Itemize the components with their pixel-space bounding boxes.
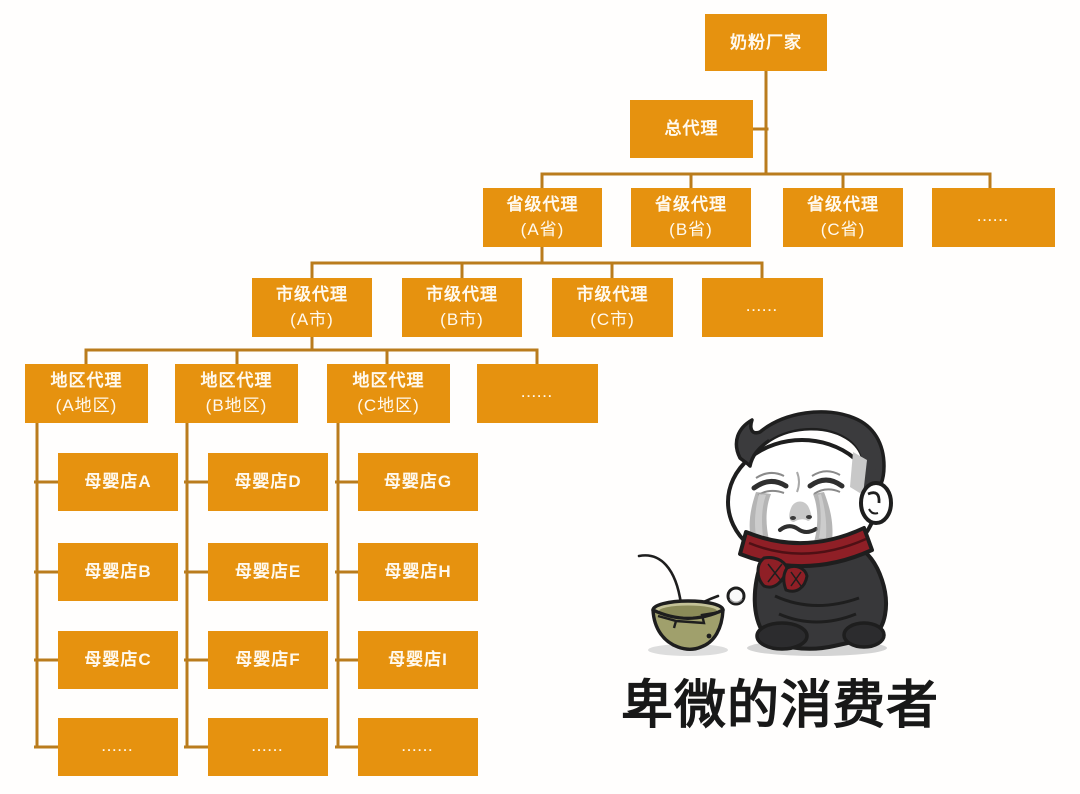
- node-store-e: 母婴店E: [208, 543, 328, 601]
- node-store-g: 母婴店G: [358, 453, 478, 511]
- node-province-more: ......: [932, 188, 1055, 247]
- node-store-b: 母婴店B: [58, 543, 178, 601]
- kneeling-body: [752, 546, 888, 651]
- node-store-f: 母婴店F: [208, 631, 328, 689]
- node-label: 地区代理: [200, 371, 273, 391]
- connector-line: [310, 261, 764, 281]
- node-label: 省级代理: [807, 195, 879, 215]
- node-label: 母婴店F: [235, 650, 301, 670]
- node-province-b: 省级代理 (B省): [631, 188, 751, 247]
- node-label: ......: [977, 210, 1010, 225]
- node-label: ......: [251, 739, 284, 754]
- node-label: 省级代理: [655, 195, 727, 215]
- coin-icon: [726, 586, 746, 606]
- node-city-c: 市级代理 (C市): [552, 278, 673, 337]
- node-factory: 奶粉厂家: [705, 14, 827, 71]
- node-label: (A地区): [55, 396, 118, 415]
- node-label: 母婴店E: [234, 562, 302, 582]
- node-label: 母婴店D: [234, 472, 302, 492]
- ear-icon: [859, 481, 893, 525]
- node-city-a: 市级代理 (A市): [252, 278, 372, 337]
- node-store-d: 母婴店D: [208, 453, 328, 511]
- node-label: (B市): [440, 310, 484, 329]
- node-general-agent: 总代理: [630, 100, 753, 158]
- node-province-c: 省级代理 (C省): [783, 188, 903, 247]
- node-store-more-3: ......: [358, 718, 478, 776]
- node-label: ......: [101, 739, 134, 754]
- tears: [749, 492, 833, 542]
- node-city-more: ......: [702, 278, 823, 337]
- node-store-a: 母婴店A: [58, 453, 178, 511]
- node-store-h: 母婴店H: [358, 543, 478, 601]
- node-store-c: 母婴店C: [58, 631, 178, 689]
- node-province-a: 省级代理 (A省): [483, 188, 602, 247]
- connector-line: [84, 348, 539, 367]
- crying-face: [751, 470, 845, 534]
- node-district-c: 地区代理 (C地区): [327, 364, 450, 423]
- node-city-b: 市级代理 (B市): [402, 278, 522, 337]
- node-label: ......: [401, 739, 434, 754]
- node-label: (C地区): [357, 396, 420, 415]
- node-district-more: ......: [477, 364, 598, 423]
- connector-line: [540, 172, 992, 191]
- node-label: 母婴店H: [384, 562, 452, 582]
- node-label: 奶粉厂家: [730, 32, 802, 52]
- node-label: 母婴店B: [84, 562, 152, 582]
- node-store-more-2: ......: [208, 718, 328, 776]
- node-store-more-1: ......: [58, 718, 178, 776]
- node-label: (C省): [820, 220, 866, 239]
- node-district-b: 地区代理 (B地区): [175, 364, 298, 423]
- caption-text: 卑微的消费者: [620, 676, 939, 735]
- node-label: (C市): [590, 310, 635, 329]
- red-scarf: [738, 526, 874, 593]
- node-label: 总代理: [664, 119, 719, 139]
- crying-consumer-illustration: [637, 410, 893, 656]
- node-label: ......: [521, 386, 554, 401]
- node-label: 母婴店G: [383, 472, 453, 492]
- node-district-a: 地区代理 (A地区): [25, 364, 148, 423]
- node-label: 市级代理: [276, 285, 348, 305]
- node-label: (B地区): [205, 396, 268, 415]
- node-store-i: 母婴店I: [358, 631, 478, 689]
- node-label: (A市): [290, 310, 334, 329]
- hair-icon: [734, 410, 886, 498]
- node-label: (A省): [520, 220, 565, 239]
- node-label: 地区代理: [50, 371, 123, 391]
- node-label: (B省): [669, 220, 713, 239]
- node-label: 母婴店C: [84, 650, 152, 670]
- node-label: 市级代理: [426, 285, 498, 305]
- node-label: 母婴店I: [388, 650, 448, 670]
- node-label: 省级代理: [506, 195, 579, 215]
- begging-bowl-icon: [651, 599, 725, 651]
- node-label: 地区代理: [352, 371, 425, 391]
- node-label: 母婴店A: [84, 472, 152, 492]
- node-label: ......: [746, 300, 779, 315]
- node-label: 市级代理: [576, 285, 649, 305]
